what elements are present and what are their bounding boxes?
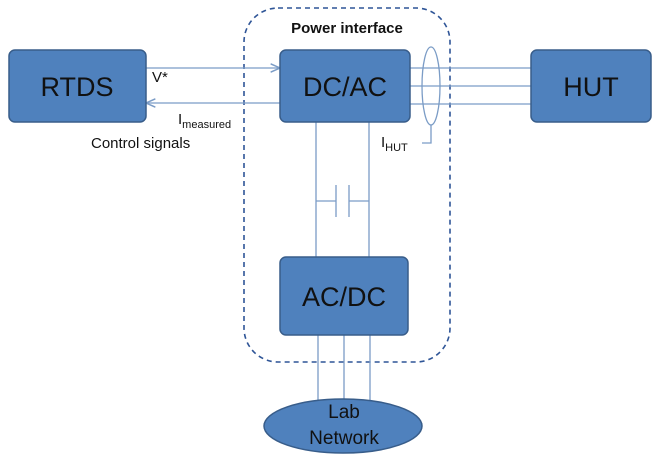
lab-network-block bbox=[263, 398, 423, 454]
rtds-label: RTDS bbox=[40, 72, 113, 102]
hut-label: HUT bbox=[563, 72, 619, 102]
power-interface-boundary bbox=[243, 7, 451, 363]
i-hut-subscript: HUT bbox=[385, 142, 408, 154]
rtds-block bbox=[8, 49, 147, 123]
lab-network-label-line2: Network bbox=[309, 428, 379, 449]
power-interface-title: Power interface bbox=[291, 20, 403, 37]
i-measured-label: Imeasured bbox=[178, 111, 231, 131]
lab-network-label-line1: Lab bbox=[328, 402, 360, 423]
i-hut-label: IHUT bbox=[381, 134, 408, 154]
dcac-block bbox=[279, 49, 411, 123]
acdc-block bbox=[279, 256, 409, 336]
i-hut-main: I bbox=[381, 134, 385, 151]
control-signals-label: Control signals bbox=[91, 135, 190, 152]
v-star-label: V* bbox=[152, 69, 168, 86]
i-measured-subscript: measured bbox=[182, 119, 231, 131]
current-sensor-lead bbox=[422, 125, 432, 144]
i-measured-main: I bbox=[178, 111, 182, 128]
dcac-label: DC/AC bbox=[303, 72, 387, 102]
acdc-label: AC/DC bbox=[302, 282, 386, 312]
hut-block bbox=[530, 49, 652, 123]
